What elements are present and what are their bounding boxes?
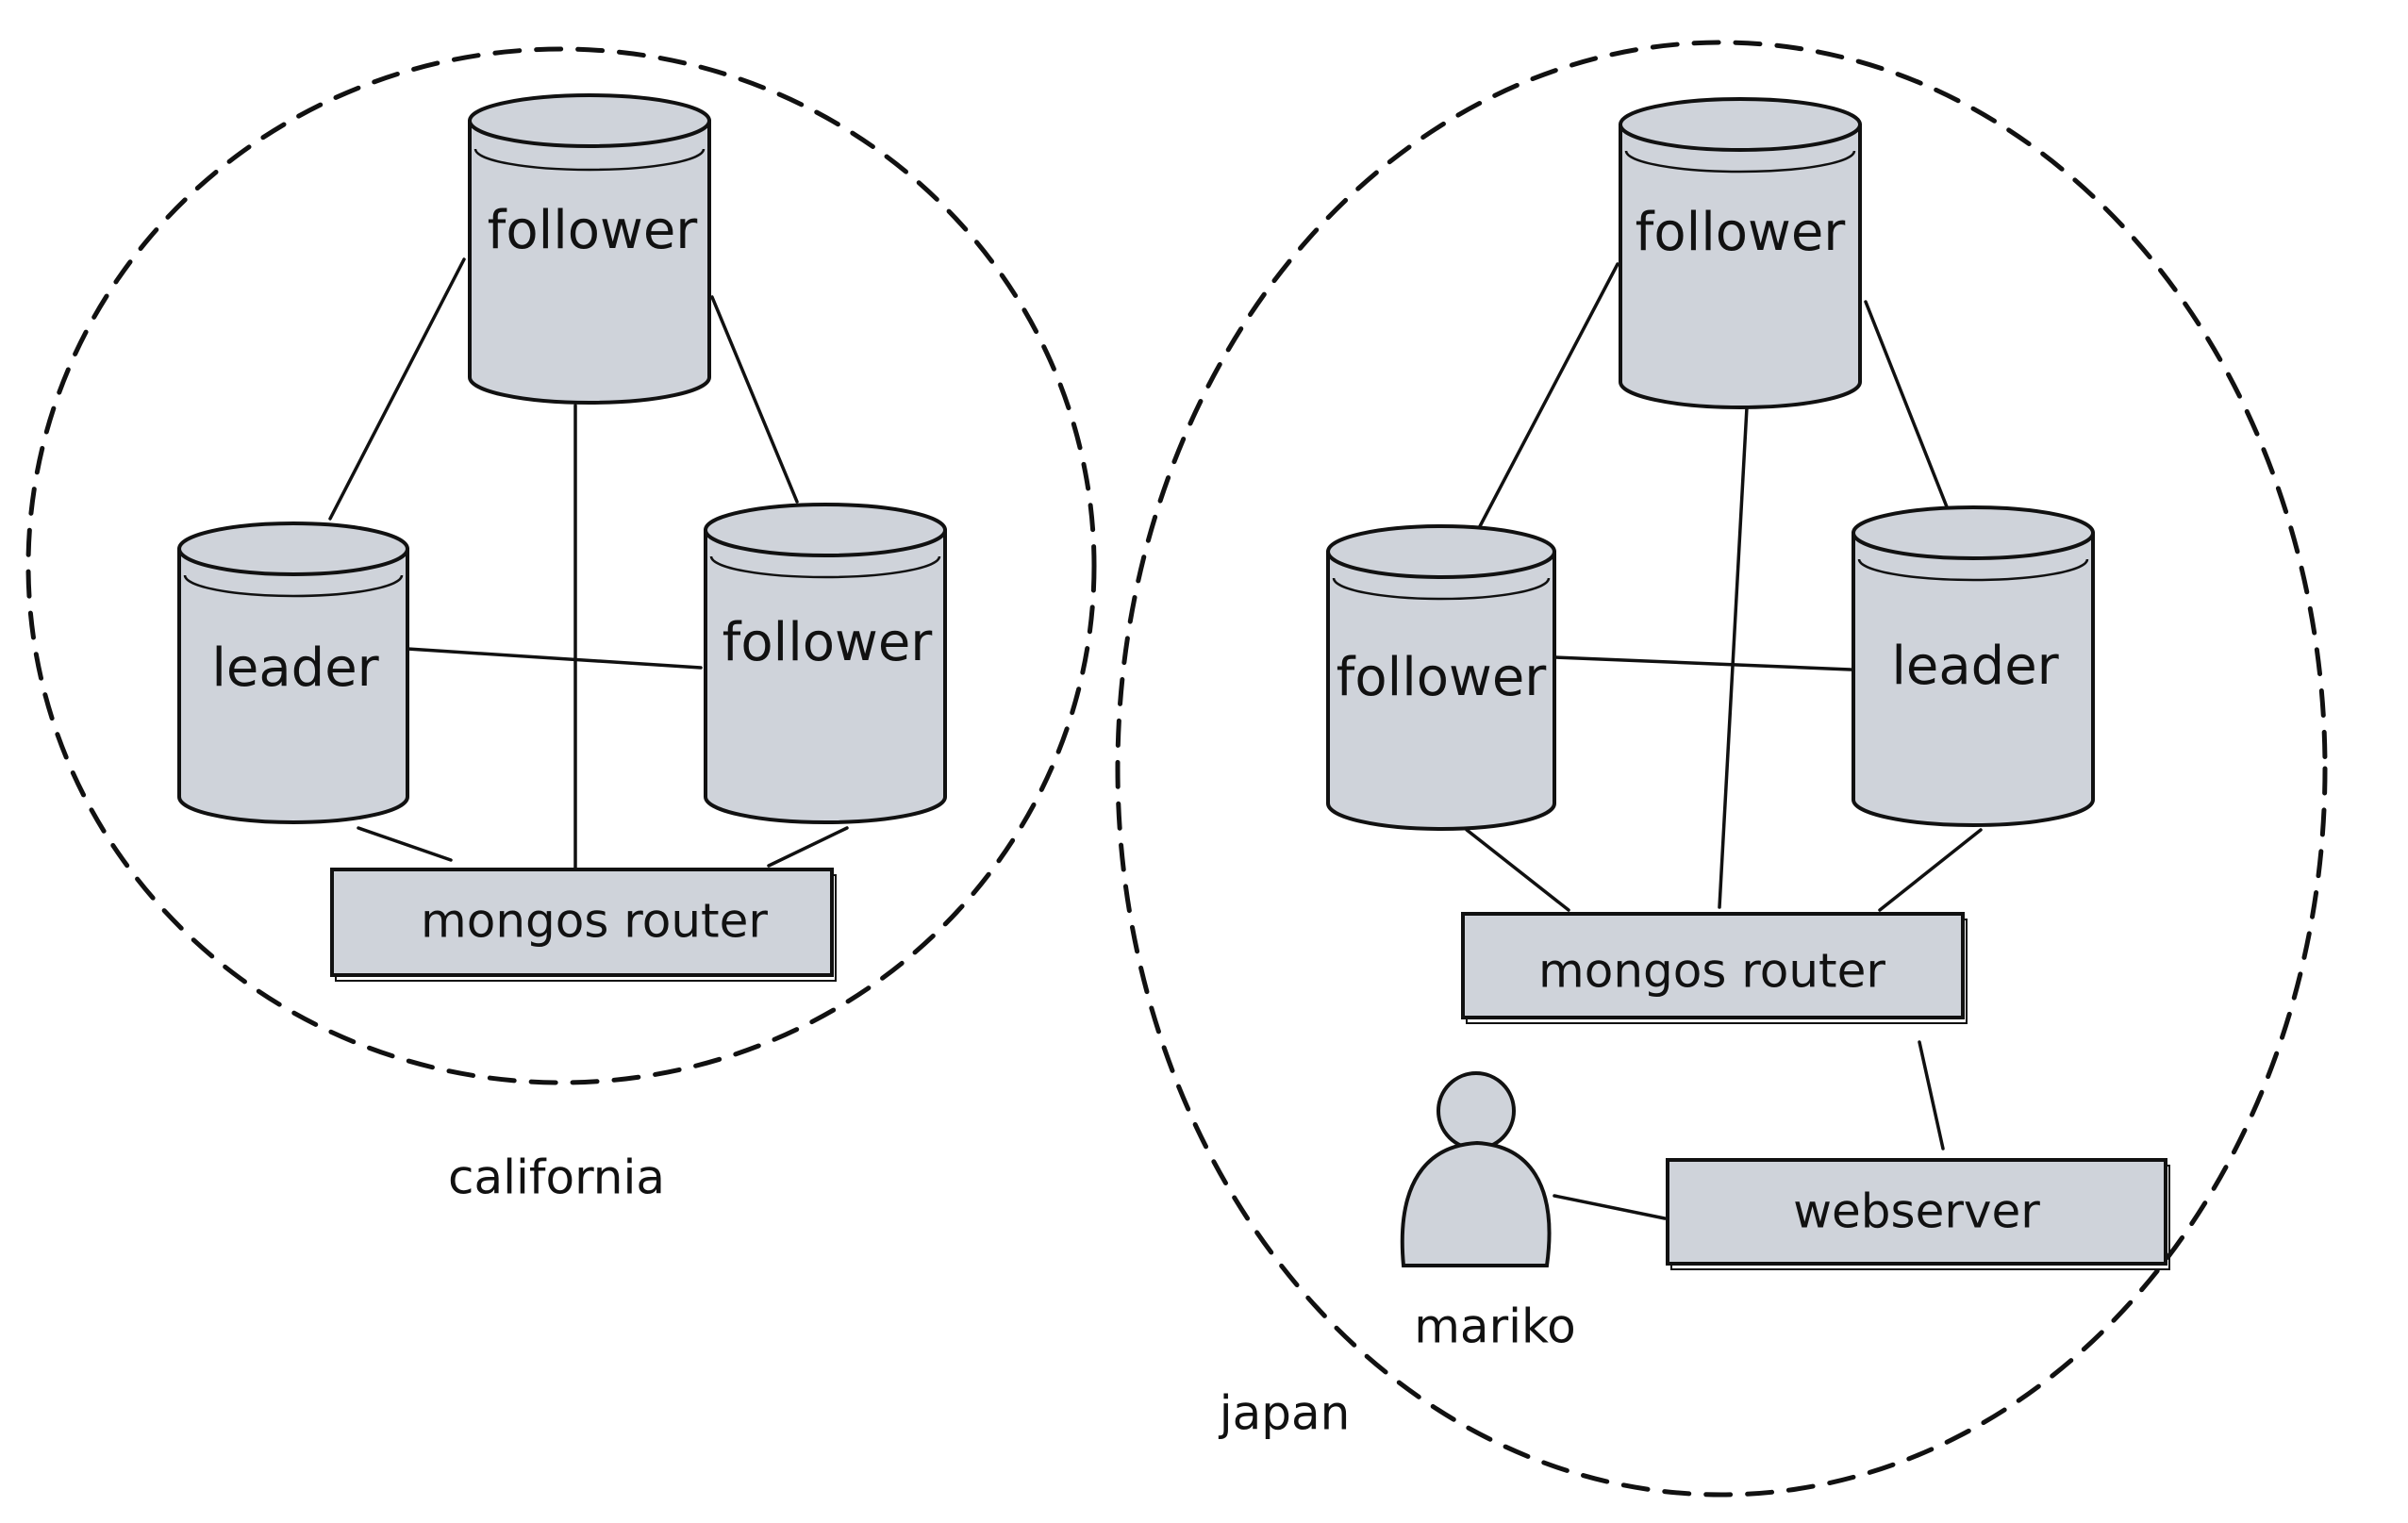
connector-right-router: [1878, 828, 1983, 912]
connector-left-router: [357, 826, 453, 862]
japan-webserver: webserver: [1666, 1158, 2170, 1270]
node-label: follower: [1636, 202, 1847, 263]
connector-top-right: [1864, 300, 1950, 511]
japan-mongos-router: mongos router: [1461, 912, 1968, 1024]
user-label: mariko: [1414, 1300, 1576, 1354]
japan-connectors: [1465, 262, 1983, 1220]
japan-region-boundary: [1115, 40, 2328, 1498]
california-top-follower: follower: [468, 93, 711, 405]
node-label: follower: [1337, 647, 1548, 708]
connector-left-right: [1553, 655, 1852, 671]
connector-top-router: [1718, 406, 1749, 909]
california-region-label: california: [448, 1151, 665, 1205]
box-label: webserver: [1793, 1184, 2040, 1239]
california-region-boundary: [25, 46, 1097, 1085]
connector-router-webserver: [1918, 1040, 1945, 1151]
california-mongos-router: mongos router: [330, 868, 837, 982]
node-label: follower: [488, 200, 699, 261]
connector-left-right: [406, 647, 703, 670]
connector-top-left: [328, 257, 466, 521]
japan-top-follower: follower: [1619, 97, 1862, 409]
node-label: follower: [722, 612, 934, 673]
node-label: leader: [211, 637, 379, 699]
box-label: mongos router: [421, 894, 768, 949]
node-label: leader: [1891, 636, 2059, 697]
connector-left-router: [1465, 828, 1570, 912]
japan-right-leader: leader: [1852, 505, 2095, 827]
connector-top-right: [710, 295, 799, 504]
person-icon: [1400, 1071, 1552, 1267]
connector-right-router: [767, 826, 849, 868]
connector-top-left: [1477, 262, 1619, 530]
connector-user-webserver: [1553, 1194, 1667, 1220]
box-label: mongos router: [1538, 944, 1885, 999]
california-connectors: [328, 257, 849, 869]
california-left-leader: leader: [177, 521, 409, 824]
japan-left-follower: follower: [1326, 524, 1556, 831]
california-right-follower: follower: [704, 503, 947, 824]
japan-region-label: japan: [1219, 1386, 1351, 1441]
